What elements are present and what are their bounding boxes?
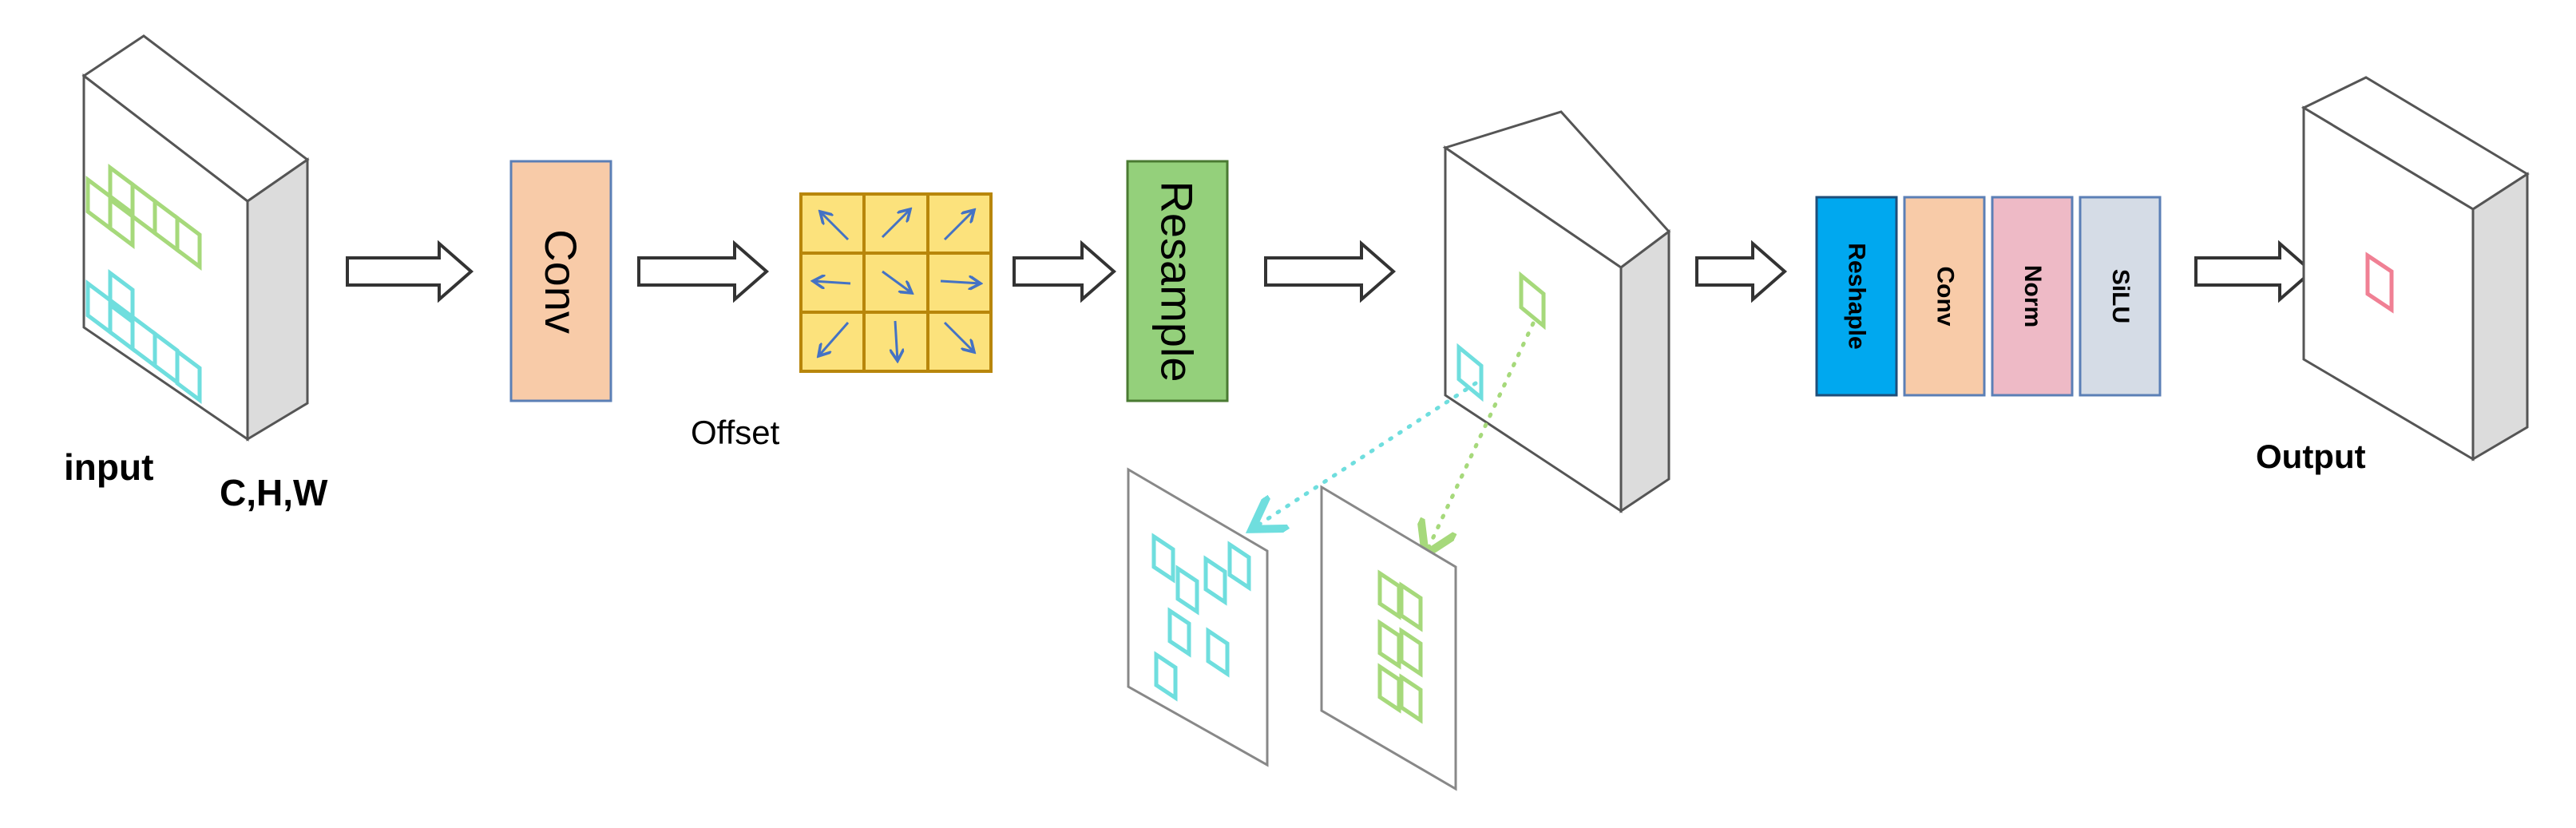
input-label: input: [64, 446, 154, 488]
cyan-projection-arrow: [1255, 381, 1478, 527]
head-silu-label: SiLU: [2080, 197, 2160, 395]
offset-arrow-down-icon: [895, 320, 898, 361]
offset-arrow-down-right-icon: [943, 321, 974, 352]
head-norm-label: Norm: [1992, 197, 2072, 395]
resampled-feature-map: [1442, 110, 1671, 513]
flow-arrow-5: [1695, 240, 1788, 303]
input-cyan-kernel: [85, 269, 202, 404]
green-projection-arrow: [1427, 321, 1536, 551]
output-feature-map: [2301, 76, 2530, 462]
head-norm-text: Norm: [2019, 264, 2046, 328]
cyan-sample-plane: [1127, 467, 1269, 767]
head-reshape-label: Reshaple: [1817, 197, 1896, 395]
head-silu-text: SiLU: [2107, 268, 2134, 324]
head-conv-text: Conv: [1932, 266, 1958, 327]
flow-arrow-2: [637, 240, 770, 303]
input-feature-map: [81, 34, 310, 442]
head-block-norm: [1991, 196, 2074, 397]
offset-arrow-left-icon: [813, 281, 851, 283]
offset-arrow-down-right-icon: [882, 270, 912, 293]
offset-vector-icons: [813, 209, 981, 361]
dims-label: C,H,W: [220, 472, 328, 513]
conv-label-text: Conv: [536, 228, 587, 334]
offset-arrow-right-icon: [940, 281, 981, 283]
green-sample-plane: [1320, 485, 1457, 791]
offset-arrow-down-left-icon: [818, 322, 850, 356]
resample-block: [1126, 160, 1229, 402]
offset-arrow-up-right-icon: [943, 210, 974, 241]
conv-block: [509, 160, 612, 402]
head-conv-label: Conv: [1904, 197, 1984, 395]
flow-arrow-4: [1264, 240, 1397, 303]
flow-arrow-1: [346, 240, 474, 303]
offset-arrow-up-right-icon: [881, 209, 910, 239]
flow-arrow-3: [1013, 240, 1117, 303]
flow-arrow-6: [2194, 240, 2315, 303]
head-block-silu: [2079, 196, 2162, 397]
middle-cyan-sample: [1456, 343, 1484, 402]
conv-block-label: Conv: [511, 161, 611, 401]
head-block-reshape: [1815, 196, 1898, 397]
head-block-conv: [1903, 196, 1986, 397]
resample-block-label: Resample: [1127, 161, 1227, 401]
offset-arrow-up-left-icon: [820, 212, 850, 241]
middle-green-sample: [1519, 271, 1546, 331]
head-reshape-text: Reshaple: [1844, 243, 1871, 350]
input-green-kernel: [85, 164, 202, 271]
output-pink-kernel: [2365, 252, 2394, 314]
output-label: Output: [2256, 438, 2366, 475]
offset-label: Offset: [691, 414, 780, 451]
resample-label-text: Resample: [1152, 180, 1203, 382]
